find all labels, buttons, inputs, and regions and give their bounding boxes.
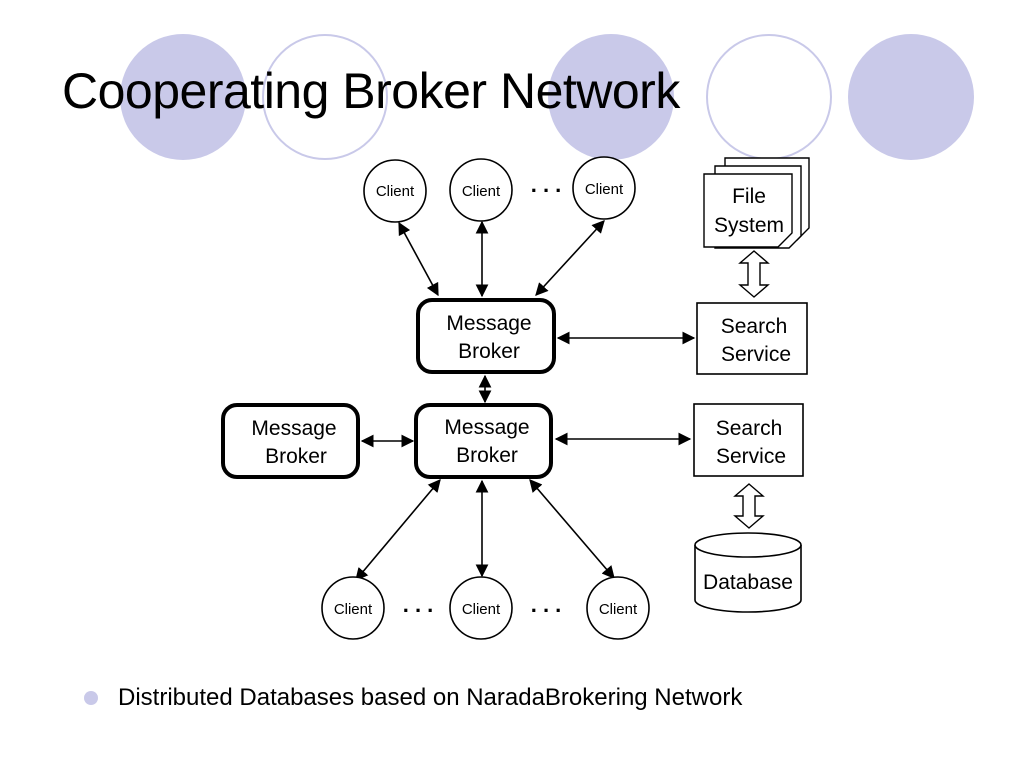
- broker-label-line1: Message: [251, 417, 336, 440]
- search-label-line1: Search: [721, 315, 788, 338]
- broker-label-line1: Message: [446, 312, 531, 335]
- client-label: Client: [462, 183, 501, 200]
- message-broker-left: Message Broker: [221, 403, 360, 479]
- search-service-top: Search Service: [696, 302, 808, 375]
- hollow-arrow-filesystem-search: [738, 250, 770, 298]
- message-broker-center: Message Broker: [414, 403, 553, 479]
- decor-circle-5: [848, 34, 974, 160]
- client-bottom-1: Client: [321, 576, 385, 640]
- file-system-label-line1: File: [732, 185, 766, 208]
- ellipsis-bottom-2: . . .: [531, 592, 562, 617]
- decor-circle-1: [120, 34, 246, 160]
- client-label: Client: [334, 601, 373, 618]
- file-system: File System: [703, 157, 810, 249]
- client-top-2: Client: [449, 158, 513, 222]
- arrow-top-client-1: [398, 221, 439, 297]
- search-label-line2: Service: [721, 343, 791, 366]
- connector-arrows: [355, 220, 696, 581]
- database-cylinder: Database: [694, 532, 802, 613]
- search-label-line1: Search: [716, 417, 783, 440]
- client-label: Client: [376, 183, 415, 200]
- bullet-item: Distributed Databases based on NaradaBro…: [84, 684, 742, 712]
- arrow-top-client-3: [535, 220, 605, 296]
- bullet-text: Distributed Databases based on NaradaBro…: [118, 684, 743, 711]
- ellipsis-top: . . .: [531, 172, 562, 197]
- search-service-bottom: Search Service: [693, 403, 804, 477]
- database-label: Database: [703, 571, 793, 594]
- client-label: Client: [585, 181, 624, 198]
- arrow-bottom-client-1: [355, 479, 441, 581]
- broker-label-line2: Broker: [265, 445, 327, 468]
- decor-circle-3: [548, 34, 674, 160]
- file-system-label-line2: System: [714, 214, 784, 237]
- arrow-bottom-client-3: [529, 479, 615, 579]
- client-bottom-3: Client: [586, 576, 650, 640]
- broker-label-line2: Broker: [456, 444, 518, 467]
- client-top-1: Client: [363, 159, 427, 223]
- decor-circle-2: [262, 34, 388, 160]
- bullet-icon: [84, 691, 98, 705]
- search-label-line2: Service: [716, 445, 786, 468]
- slide-title: Cooperating Broker Network: [62, 63, 680, 119]
- client-bottom-2: Client: [449, 576, 513, 640]
- hollow-arrow-search-database: [733, 483, 765, 529]
- broker-label-line2: Broker: [458, 340, 520, 363]
- client-label: Client: [462, 601, 501, 618]
- client-top-3: Client: [572, 156, 636, 220]
- message-broker-top: Message Broker: [416, 298, 556, 374]
- ellipsis-bottom-1: . . .: [403, 592, 434, 617]
- broker-label-line1: Message: [444, 416, 529, 439]
- client-label: Client: [599, 601, 638, 618]
